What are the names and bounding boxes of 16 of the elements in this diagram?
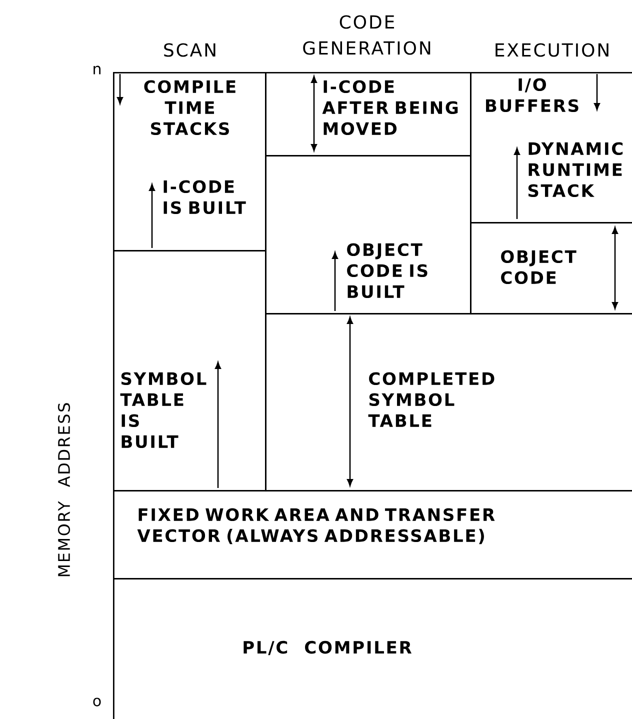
region-label: I/O BUFFERS	[486, 78, 578, 112]
axis-label: n	[94, 66, 100, 74]
region-label: OBJECT CODE	[501, 250, 576, 284]
region-label: OBJECT CODE IS BUILT	[347, 243, 428, 298]
region-label: PL/C COMPILER	[244, 640, 412, 656]
region-label: COMPILE TIME STACKS	[144, 80, 236, 136]
region-label: FIXED WORK AREA AND TRANSFER VECTOR (ALWAYS ADDRESSABLE)	[137, 508, 495, 544]
region-label: I-CODE AFTER BEING MOVED	[322, 80, 458, 136]
column-heading: CODE GENERATION	[303, 15, 430, 55]
region-label: SYMBOL TABLE IS BUILT	[120, 372, 206, 448]
region-label: DYNAMIC RUNTIME STACK	[528, 142, 623, 198]
column-heading: EXECUTION	[496, 43, 608, 57]
column-heading: SCAN	[164, 43, 216, 57]
region-label: COMPLETED SYMBOL TABLE	[368, 372, 494, 427]
region-label: I-CODE IS BUILT	[164, 180, 246, 214]
axis-title: MEMORY ADDRESS	[58, 403, 70, 576]
